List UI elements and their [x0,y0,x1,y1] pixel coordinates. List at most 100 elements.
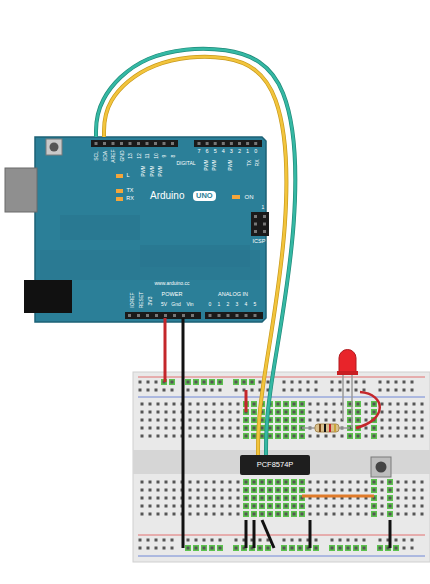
hole-connected [371,503,377,509]
hole-connected [353,545,359,551]
hole [291,539,294,542]
pin [191,314,194,317]
hole-connected [233,379,239,385]
hole [389,411,392,414]
wire-group [104,57,286,455]
hole-connected [251,417,257,423]
hole [405,489,408,492]
hole [253,411,256,414]
wire-vdd [245,390,248,412]
chip-label: PCF8574P [257,461,294,469]
hole [149,427,152,430]
pin [263,223,266,226]
hole [285,489,288,492]
hole [293,411,296,414]
hole-connected [355,409,361,415]
hole [261,497,264,500]
pin-label: SCL [94,151,99,161]
wire-gnd [253,520,256,548]
pin-label: SDA [102,151,107,161]
hole-connected [267,511,273,517]
board-label: 2 [238,149,241,155]
hole [269,427,272,430]
hole [149,489,152,492]
hole [277,419,280,422]
hole [149,513,152,516]
hole-connected [275,487,281,493]
hole [259,547,262,550]
hole-connected [275,401,281,407]
hole [373,513,376,516]
hole [149,403,152,406]
hole [357,419,360,422]
hole-connected [283,425,289,431]
hole [237,505,240,508]
hole [413,411,416,414]
hole [293,427,296,430]
hole [365,489,368,492]
power-header [125,312,201,319]
hole [253,513,256,516]
hole [173,419,176,422]
hole [213,481,216,484]
hole [149,505,152,508]
hole [363,539,366,542]
pin [120,142,123,145]
pin-label: PWM [142,166,147,177]
hole-connected [241,379,247,385]
pin [154,142,157,145]
hole [293,481,296,484]
hole [389,427,392,430]
hole-connected [217,379,223,385]
pin-label: IOREF [130,292,135,307]
hole [171,547,174,550]
hole [347,381,350,384]
hole [413,505,416,508]
hole-connected [201,379,207,385]
hole [397,403,400,406]
hole [235,539,238,542]
hole [253,497,256,500]
hole [357,481,360,484]
hole [325,513,328,516]
hole [309,481,312,484]
hole [221,403,224,406]
hole [259,381,262,384]
hole [301,435,304,438]
hole [237,497,240,500]
hole [389,403,392,406]
hole [251,389,254,392]
hole [349,435,352,438]
board-label: 4 [245,302,248,307]
hole [219,539,222,542]
hole [253,419,256,422]
hole [141,403,144,406]
hole [421,481,424,484]
hole-connected [289,545,295,551]
hole [333,419,336,422]
hole [267,547,270,550]
board-label: 5 [254,302,257,307]
hole [235,389,238,392]
hole [155,381,158,384]
hole-connected [291,409,297,415]
hole [357,403,360,406]
hole [197,505,200,508]
hole [421,513,424,516]
hole-connected [201,545,207,551]
led-rim [337,371,358,375]
hole [341,481,344,484]
hole-connected [275,479,281,485]
pin-label: RX [254,160,259,167]
hole [149,419,152,422]
hole [197,497,200,500]
hole [339,381,342,384]
hole [277,435,280,438]
hole [293,435,296,438]
hole [333,411,336,414]
pin-label: AREF [111,149,116,162]
board-label: TX [126,188,133,194]
hole [245,419,248,422]
hole [285,435,288,438]
